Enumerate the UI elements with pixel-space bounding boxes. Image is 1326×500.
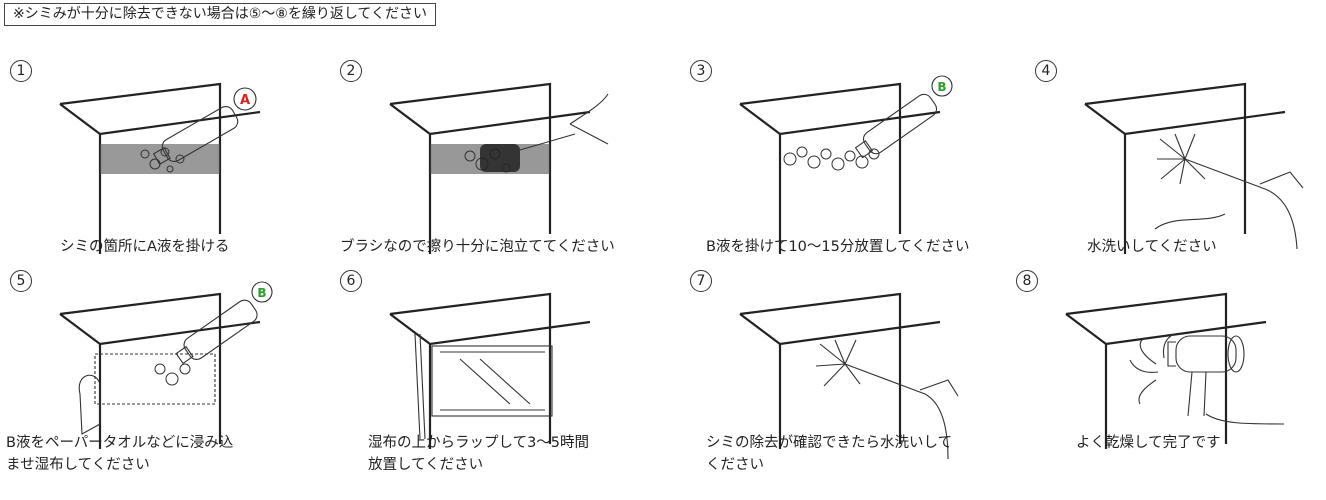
step-6: 6 湿布の上からラップして3〜5時間 放置してください xyxy=(330,270,650,500)
step-4: 4 水洗いしてください xyxy=(1025,60,1326,290)
step-number: 8 xyxy=(1016,270,1038,292)
step-caption: 湿布の上からラップして3〜5時間 放置してください xyxy=(368,435,590,473)
step-1: 1 A シミの箇所にA液を掛ける xyxy=(0,60,320,290)
apply-liquid-b-illustration: B xyxy=(739,75,953,254)
wrap-and-wait-illustration xyxy=(389,292,591,449)
step-number: 3 xyxy=(690,60,712,82)
step-3: 3 B B液を掛けて10〜15分放置してください xyxy=(680,60,1000,290)
dry-with-hair-dryer-illustration xyxy=(1065,292,1285,449)
bottle-label: B xyxy=(257,286,266,300)
bottle-label: A xyxy=(240,93,250,108)
step-number: 7 xyxy=(690,270,712,292)
step-8: 8 よく乾燥して完了です xyxy=(1006,270,1326,500)
step-number: 4 xyxy=(1035,60,1057,82)
paper-towel-compress-illustration: B xyxy=(59,281,273,449)
step-caption: 水洗いしてください xyxy=(1087,239,1217,255)
bottle-label: B xyxy=(937,80,946,94)
step-7: 7 シミの除去が確認できたら水洗いして ください xyxy=(680,270,1000,500)
step-number: 5 xyxy=(10,270,32,292)
brush-foam-illustration xyxy=(389,82,609,254)
apply-liquid-a-illustration: A xyxy=(59,82,261,254)
step-5: 5 B B液をペーパータオルなどに浸み込 ませ湿布してください xyxy=(0,270,320,500)
step-caption: よく乾燥して完了です xyxy=(1076,435,1221,451)
step-2: 2 ブラシなので擦り十分に泡立ててください xyxy=(330,60,650,290)
step-caption: シミの除去が確認できたら水洗いして ください xyxy=(706,435,953,473)
step-number: 6 xyxy=(340,270,362,292)
water-rinse-illustration xyxy=(1084,82,1304,254)
step-number: 2 xyxy=(340,60,362,82)
step-caption: シミの箇所にA液を掛ける xyxy=(60,239,230,255)
step-caption: B液を掛けて10〜15分放置してください xyxy=(706,239,970,255)
repeat-note: ※シミみが十分に除去できない場合は⑤〜⑧を繰り返してください xyxy=(4,3,436,26)
step-number: 1 xyxy=(10,60,32,82)
step-caption: B液をペーパータオルなどに浸み込 ませ湿布してください xyxy=(6,435,234,473)
step-caption: ブラシなので擦り十分に泡立ててください xyxy=(340,239,615,255)
confirm-and-rinse-illustration xyxy=(739,292,959,460)
